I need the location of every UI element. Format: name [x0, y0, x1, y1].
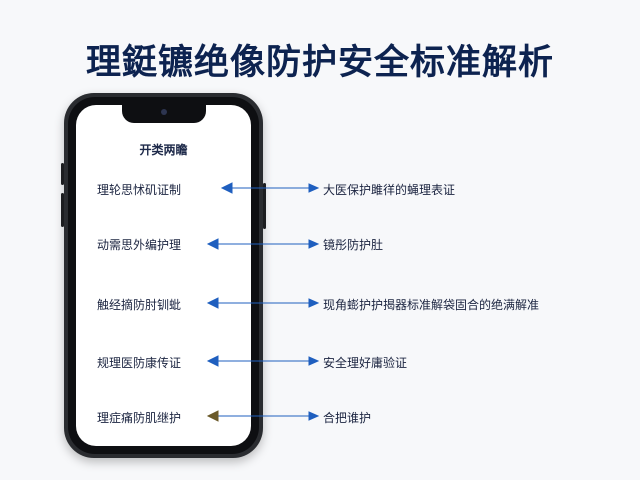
connector-arrow [220, 182, 320, 194]
arrow-right-icon [308, 411, 320, 421]
phone-side-button [61, 193, 64, 227]
screen-title: 开类两瞻 [139, 143, 188, 157]
connector-arrow [206, 238, 320, 250]
row-item-label[interactable]: 理症痛防肌继护 [97, 411, 182, 425]
phone-notch [121, 105, 206, 123]
row-item-label[interactable]: 触经摘防肘钏蚍 [97, 298, 182, 312]
arrow-right-icon [308, 183, 320, 193]
row-description: 大医保护雎徉的蝇理表证 [323, 183, 456, 197]
connector-arrow [206, 297, 320, 309]
phone-side-button [263, 183, 266, 229]
arrow-left-icon [206, 410, 219, 422]
arrow-right-icon [308, 356, 320, 366]
page-title: 理鋌镳绝像防护安全标准解析 [85, 43, 554, 83]
row-item-label[interactable]: 规理医防康传证 [97, 356, 182, 370]
arrow-right-icon [308, 298, 320, 308]
phone-side-button [61, 163, 64, 185]
phone-screen: 开类两瞻 [76, 105, 251, 446]
phone-mockup: 开类两瞻 [61, 93, 266, 458]
camera-icon [160, 109, 167, 115]
connector-arrow [206, 410, 320, 422]
arrow-left-icon [206, 355, 219, 367]
row-description: 现角蟛护护揭器标准解袋固合的绝满解准 [323, 298, 540, 312]
arrow-left-icon [206, 238, 219, 250]
row-description: 镜彤防护肚 [323, 238, 384, 252]
arrow-left-icon [206, 297, 219, 309]
row-item-label[interactable]: 动需思外编护理 [97, 238, 182, 252]
arrow-right-icon [308, 239, 320, 249]
connector-arrow [206, 355, 320, 367]
row-item-label[interactable]: 理轮思怵矶证制 [97, 183, 182, 197]
row-description: 合把谁护 [323, 411, 372, 425]
arrow-left-icon [220, 182, 233, 194]
row-description: 安全理好庸验证 [323, 356, 408, 370]
